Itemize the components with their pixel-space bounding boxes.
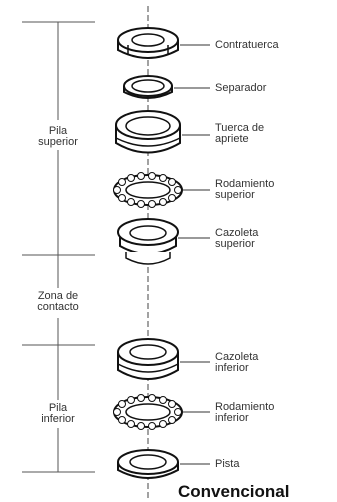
upper-bearing-part bbox=[113, 172, 183, 208]
lower-stack-label: Pila inferior bbox=[41, 402, 75, 425]
tightening-nut-part bbox=[115, 110, 181, 154]
spacer-part bbox=[123, 75, 173, 99]
locknut-part bbox=[117, 27, 179, 59]
tightening-nut-label: Tuerca de apriete bbox=[215, 122, 265, 145]
lower-cup-label: Cazoleta inferior bbox=[215, 351, 259, 374]
lower-cup-part bbox=[117, 338, 179, 380]
upper-cup-part bbox=[117, 218, 179, 265]
race-part bbox=[117, 449, 179, 479]
race-label: Pista bbox=[215, 458, 240, 470]
upper-cup-label: Cazoleta superior bbox=[215, 227, 259, 250]
upper-bearing-label: Rodamiento superior bbox=[215, 178, 275, 201]
spacer-label: Separador bbox=[215, 82, 267, 94]
stack-brackets bbox=[22, 21, 95, 473]
lower-bearing-part bbox=[113, 394, 183, 430]
contact-zone-label: Zona de contacto bbox=[37, 290, 79, 313]
lower-bearing-label: Rodamiento inferior bbox=[215, 401, 275, 424]
upper-stack-label: Pila superior bbox=[38, 125, 78, 148]
locknut-label: Contratuerca bbox=[215, 39, 279, 51]
diagram-title: Convencional bbox=[178, 482, 290, 501]
